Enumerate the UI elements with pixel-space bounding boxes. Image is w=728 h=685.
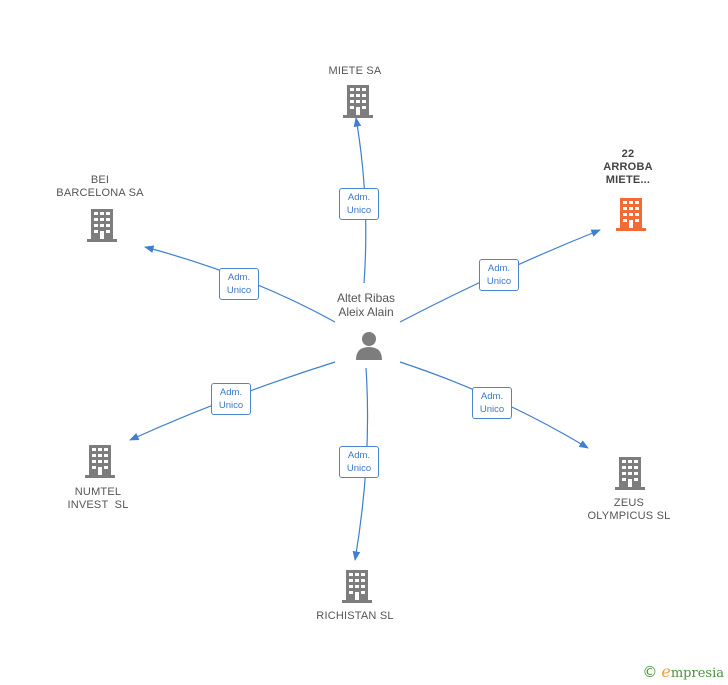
company-label-numtel[interactable]: NUMTEL INVEST SL bbox=[67, 486, 129, 511]
building-icon[interactable] bbox=[342, 570, 372, 603]
edge-role-label: Adm.Unico bbox=[211, 383, 251, 415]
person-icon[interactable] bbox=[356, 332, 382, 360]
building-icon[interactable] bbox=[616, 198, 646, 231]
copyright-symbol: © bbox=[642, 662, 658, 681]
edge-role-label: Adm.Unico bbox=[479, 259, 519, 291]
company-label-zeus[interactable]: ZEUS OLYMPICUS SL bbox=[587, 497, 671, 522]
edge-role-label: Adm.Unico bbox=[339, 188, 379, 220]
building-icon[interactable] bbox=[87, 209, 117, 242]
company-label-bei[interactable]: BEI BARCELONA SA bbox=[56, 174, 144, 199]
brand-logo: empresia bbox=[661, 662, 724, 681]
edge-role-label: Adm.Unico bbox=[339, 446, 379, 478]
edge-role-label: Adm.Unico bbox=[219, 268, 259, 300]
company-label-arroba[interactable]: 22 ARROBA MIETE... bbox=[603, 148, 653, 186]
company-label-richistan[interactable]: RICHISTAN SL bbox=[316, 610, 394, 622]
building-icon[interactable] bbox=[343, 85, 373, 118]
person-name[interactable]: Altet Ribas Aleix Alain bbox=[336, 291, 396, 319]
brand-footer: © empresia bbox=[642, 662, 724, 681]
edge-role-label: Adm.Unico bbox=[472, 387, 512, 419]
building-icon[interactable] bbox=[85, 445, 115, 478]
building-icon[interactable] bbox=[615, 457, 645, 490]
company-label-miete[interactable]: MIETE SA bbox=[328, 65, 382, 77]
